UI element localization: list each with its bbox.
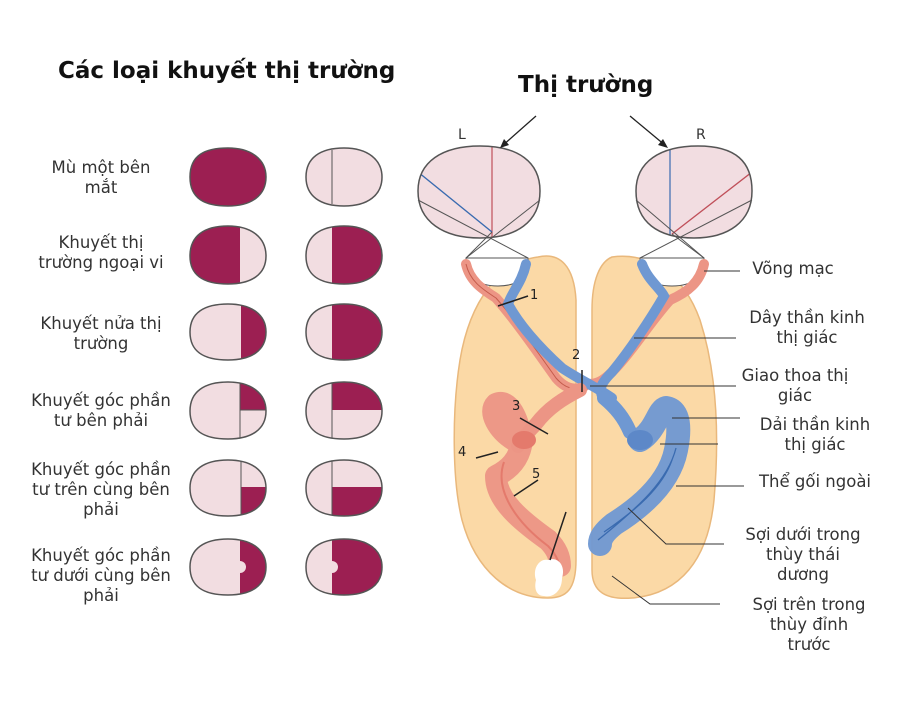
lesion-number-3: 3 [512, 399, 520, 414]
left-eye-letter: L [458, 127, 466, 143]
lesion-number-1: 1 [530, 288, 538, 303]
label-optic-nerve: Dây thần kinh thị giác [749, 308, 865, 347]
row-label-lower-right-quadrant: Khuyết góc phần tư dưới cùng bên phải [31, 546, 171, 605]
row-label-hemianopia: Khuyết nửa thị trường [40, 314, 162, 353]
field-row5-right [305, 459, 383, 517]
field-row3-right [305, 303, 383, 361]
arrow-icon-left [500, 115, 537, 148]
field-row4-right [305, 381, 383, 440]
label-parietal-fibers: Sợi trên trong thùy đỉnh trước [752, 595, 866, 654]
lesion-number-2: 2 [572, 348, 580, 363]
row-label-monocular-blindness: Mù một bên mắt [51, 158, 151, 197]
row-label-right-quadrant: Khuyết góc phần tư bên phải [31, 391, 171, 430]
label-lateral-geniculate: Thể gối ngoài [758, 472, 872, 491]
label-optic-tract: Dải thần kinh thị giác [759, 415, 871, 454]
field-row3-left [189, 303, 267, 361]
field-row6-left [189, 538, 267, 596]
light-cones [417, 199, 753, 259]
right-eye-letter: R [696, 127, 706, 143]
lesion-markers [475, 295, 583, 561]
label-optic-chiasm: Giao thoa thị giác [741, 366, 849, 405]
visual-field-title: Thị trường [518, 72, 654, 98]
right-optic-radiation-lines [597, 447, 677, 541]
field-row2-left [189, 225, 267, 285]
defects-title: Các loại khuyết thị trường [58, 58, 396, 84]
arrow-icon-right [629, 115, 668, 148]
right-eye-field [635, 145, 753, 239]
field-row1-left [189, 147, 267, 207]
lesion-number-5: 5 [532, 467, 540, 482]
left-eye-field [417, 145, 541, 239]
row-label-upper-right-quadrant: Khuyết góc phần tư trên cùng bên phải [31, 460, 171, 519]
field-row6-right [305, 538, 383, 596]
label-retina: Võng mạc [752, 259, 834, 278]
field-row4-left [189, 381, 267, 440]
right-optic-tract [597, 391, 637, 439]
left-nasal-fiber [502, 259, 617, 403]
left-lateral-geniculate [512, 431, 536, 449]
lesion-number-4: 4 [458, 445, 466, 460]
row-label-peripheral-defect: Khuyết thị trường ngoại vi [38, 233, 164, 272]
label-temporal-fibers: Sợi dưới trong thùy thái dương [745, 525, 861, 584]
leader-lines [590, 270, 744, 605]
field-row5-left [189, 459, 267, 517]
right-lateral-geniculate [627, 430, 653, 450]
field-row2-right [305, 225, 383, 285]
field-row1-right [305, 147, 383, 207]
left-visual-cortex [534, 559, 564, 597]
left-meyer-loop [482, 392, 571, 577]
